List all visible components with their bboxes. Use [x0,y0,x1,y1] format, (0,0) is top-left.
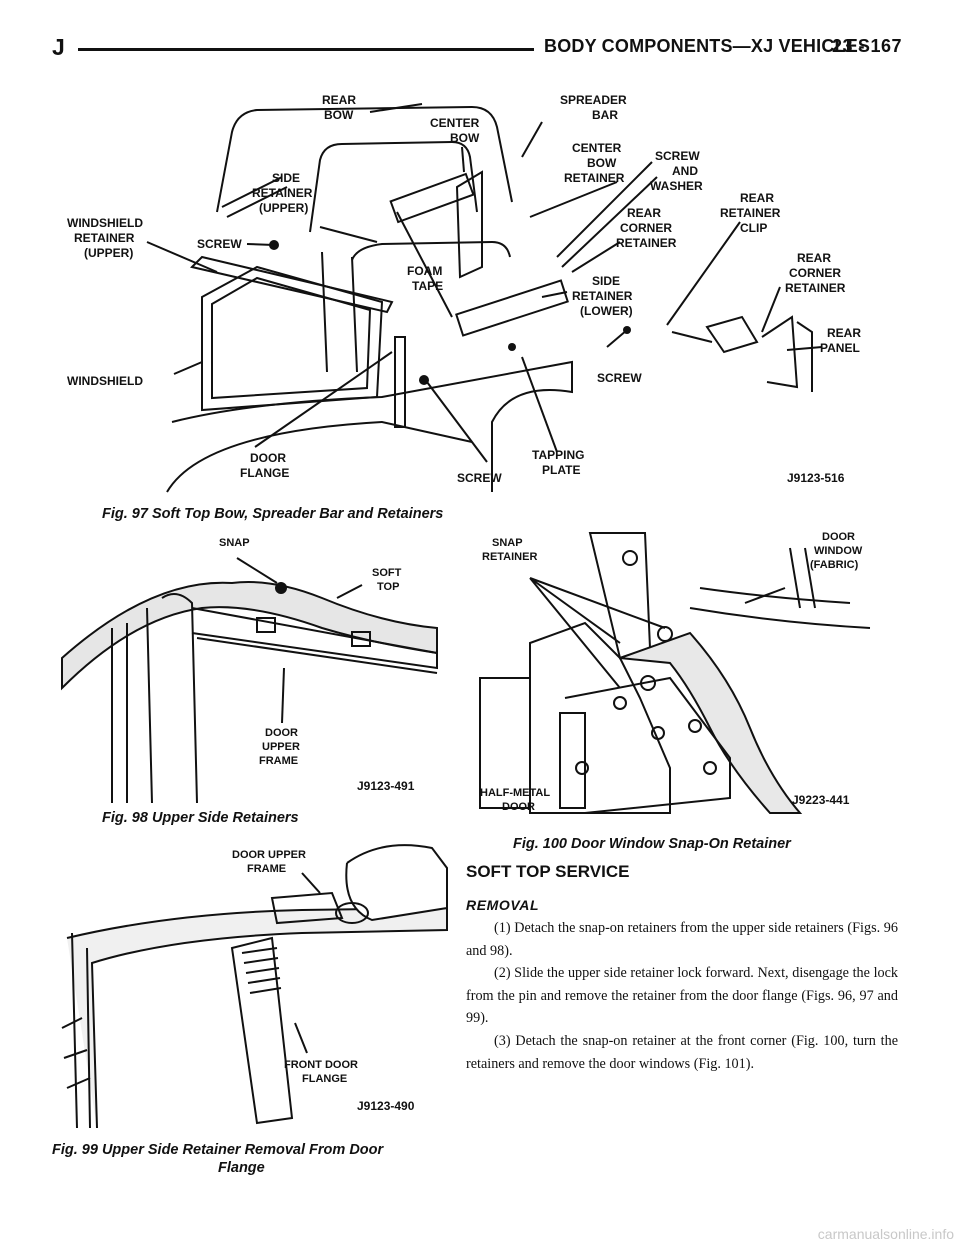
label-door-upper-frame-99: DOOR UPPER [232,849,306,861]
label-screw-bottom: SCREW [457,471,502,485]
label-screw-and-washer-2: AND [672,164,698,178]
figure-99-illustration: DOOR UPPER FRAME FRONT DOOR FLANGE J9123… [52,838,457,1136]
label-soft-top: SOFT [372,567,402,579]
label-windshield-retainer-3: (UPPER) [84,246,133,260]
label-rear-retainer-clip-2: RETAINER [720,206,781,220]
label-rear-retainer-clip: REAR [740,191,774,205]
label-side-retainer-upper-3: (UPPER) [259,201,308,215]
rear-bow-shape [216,105,513,213]
label-spreader-bar-2: BAR [592,108,618,122]
label-rear-retainer-clip-3: CLIP [740,221,767,235]
label-side-retainer-upper-2: RETAINER [252,186,313,200]
label-center-bow-retainer-2: BOW [587,156,617,170]
figure-97-illustration: REAR BOW CENTER BOW SPREADER BAR CENTER … [52,92,907,502]
label-center-bow: CENTER [430,116,480,130]
figure-99-caption-line2: Flange [218,1160,265,1176]
header-letter: J [52,34,65,60]
figure-97-drawing: REAR BOW CENTER BOW SPREADER BAR CENTER … [67,93,861,493]
label-windshield-retainer: WINDSHIELD [67,216,143,230]
figure-98-illustration: SNAP SOFT TOP DOOR UPPER FRAME J9123-491 [52,528,457,808]
figure-99-caption-line1: Fig. 99 Upper Side Retainer Removal From… [52,1142,384,1158]
figure-98-caption: Fig. 98 Upper Side Retainers [102,810,299,826]
label-rear-corner-retainer-mid: REAR [627,206,661,220]
label-side-retainer-upper: SIDE [272,171,300,185]
label-rear-corner-retainer-mid-2: CORNER [620,221,672,235]
label-spreader-bar: SPREADER [560,93,627,107]
label-door-upper-frame-3: FRAME [259,755,298,767]
label-side-retainer-lower-3: (LOWER) [580,304,633,318]
header-page-number: 23 - 167 [832,36,903,56]
label-screw-left: SCREW [197,237,242,251]
label-half-metal-door: HALF-METAL [480,787,550,799]
figure-99-id: J9123-490 [357,1099,415,1113]
label-tapping-plate-2: PLATE [542,463,580,477]
label-door-upper-frame-99-2: FRAME [247,863,286,875]
label-foam-tape-2: TAPE [412,279,443,293]
figure-97-id: J9123-516 [787,471,845,485]
label-windshield: WINDSHIELD [67,374,143,388]
section-subtitle: REMOVAL [466,897,540,913]
figure-99-drawing: DOOR UPPER FRAME FRONT DOOR FLANGE J9123… [61,844,448,1129]
figure-100-drawing: SNAP RETAINER DOOR WINDOW (FABRIC) HALF-… [479,531,871,814]
label-door-upper-frame: DOOR [265,727,298,739]
page-header: J BODY COMPONENTS—XJ VEHICLES 23 - 167 [52,30,907,60]
figure-98-drawing: SNAP SOFT TOP DOOR UPPER FRAME J9123-491 [61,537,438,804]
label-screw-and-washer: SCREW [655,149,700,163]
label-door-upper-frame-2: UPPER [262,741,300,753]
watermark: carmanualsonline.info [817,1226,954,1242]
label-front-door-flange: FRONT DOOR [284,1059,358,1071]
label-rear-corner-retainer-right-3: RETAINER [785,281,846,295]
label-rear-panel: REAR [827,326,861,340]
label-foam-tape: FOAM [407,264,442,278]
figure-100-illustration: SNAP RETAINER DOOR WINDOW (FABRIC) HALF-… [470,528,895,818]
label-soft-top-2: TOP [377,581,399,593]
section-title: SOFT TOP SERVICE [466,862,630,881]
label-rear-corner-retainer-right-2: CORNER [789,266,841,280]
label-door-flange-2: FLANGE [240,466,289,480]
label-screw-right: SCREW [597,371,642,385]
step-1: (1) Detach the snap-on retainers from th… [466,920,898,959]
figure-100-caption: Fig. 100 Door Window Snap-On Retainer [513,836,791,852]
label-door-window-3: (FABRIC) [810,559,859,571]
label-rear-corner-retainer-right: REAR [797,251,831,265]
header-rule [78,48,534,51]
label-half-metal-door-2: DOOR [502,801,535,813]
section-body: (1) Detach the snap-on retainers from th… [466,917,898,1075]
label-door-window-2: WINDOW [814,545,863,557]
label-center-bow-2: BOW [450,131,480,145]
label-snap-retainer: SNAP [492,537,523,549]
header-title: BODY COMPONENTS—XJ VEHICLES [544,36,871,56]
label-center-bow-retainer: CENTER [572,141,622,155]
label-rear-bow-2: BOW [324,108,354,122]
figure-97-caption: Fig. 97 Soft Top Bow, Spreader Bar and R… [102,506,444,522]
label-rear-panel-2: PANEL [820,341,860,355]
label-rear-bow: REAR [322,93,356,107]
label-center-bow-retainer-3: RETAINER [564,171,625,185]
figure-100-id: J9223-441 [792,793,850,807]
figure-98-id: J9123-491 [357,779,415,793]
step-2: (2) Slide the upper side retainer lock f… [466,965,898,1027]
label-tapping-plate: TAPPING [532,448,584,462]
label-rear-corner-retainer-mid-3: RETAINER [616,236,677,250]
label-snap: SNAP [219,537,250,549]
label-door-window: DOOR [822,531,855,543]
label-door-flange: DOOR [250,451,286,465]
step-3: (3) Detach the snap-on retainer at the f… [466,1032,898,1072]
label-front-door-flange-2: FLANGE [302,1073,347,1085]
label-side-retainer-lower: SIDE [592,274,620,288]
label-side-retainer-lower-2: RETAINER [572,289,633,303]
label-windshield-retainer-2: RETAINER [74,231,135,245]
label-screw-and-washer-3: WASHER [650,179,703,193]
label-snap-retainer-2: RETAINER [482,551,537,563]
